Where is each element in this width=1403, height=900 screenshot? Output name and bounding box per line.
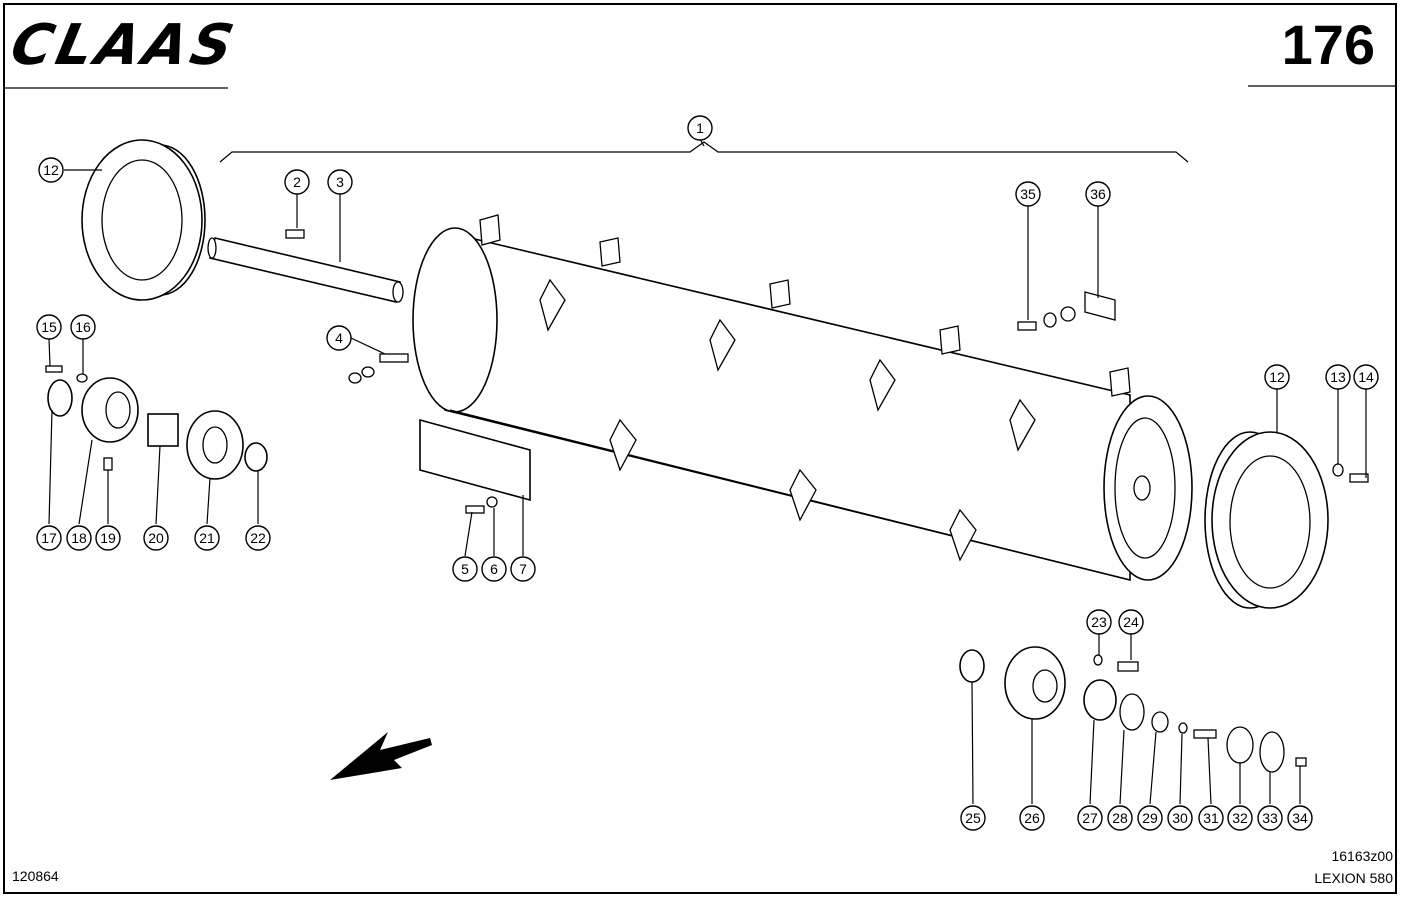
callout-5: 5 bbox=[452, 556, 478, 582]
cover-plate bbox=[419, 418, 531, 502]
callout-12-right: 12 bbox=[1264, 364, 1290, 390]
callout-label: 2 bbox=[293, 174, 301, 190]
bracket-parts bbox=[1017, 291, 1116, 331]
flange-ring-right bbox=[1204, 431, 1329, 609]
callout-label: 7 bbox=[519, 561, 527, 577]
callout-label: 36 bbox=[1090, 186, 1106, 202]
callout-label: 3 bbox=[336, 174, 344, 190]
bolt-5 bbox=[465, 505, 485, 514]
drawing-frame bbox=[3, 3, 1397, 894]
callout-35: 35 bbox=[1015, 181, 1041, 207]
callout-6: 6 bbox=[481, 556, 507, 582]
callout-13: 13 bbox=[1325, 364, 1351, 390]
callout-29: 29 bbox=[1137, 805, 1163, 831]
callout-7: 7 bbox=[510, 556, 536, 582]
callout-26: 26 bbox=[1019, 805, 1045, 831]
callout-label: 27 bbox=[1082, 810, 1098, 826]
callout-label: 34 bbox=[1292, 810, 1308, 826]
left-bearing-group bbox=[45, 365, 268, 480]
callout-21: 21 bbox=[194, 525, 220, 551]
nut-4 bbox=[348, 372, 362, 384]
callout-34: 34 bbox=[1287, 805, 1313, 831]
right-bearing-group bbox=[959, 646, 1307, 773]
callout-label: 30 bbox=[1172, 810, 1188, 826]
callout-15: 15 bbox=[36, 314, 62, 340]
callout-4: 4 bbox=[326, 325, 352, 351]
callout-label: 4 bbox=[335, 330, 343, 346]
callout-label: 18 bbox=[71, 530, 87, 546]
callout-label: 26 bbox=[1024, 810, 1040, 826]
callout-label: 17 bbox=[41, 530, 57, 546]
callout-27: 27 bbox=[1077, 805, 1103, 831]
key-part bbox=[285, 229, 305, 239]
bolt-14 bbox=[1349, 473, 1369, 483]
rotor-drum bbox=[412, 227, 1193, 582]
callout-label: 33 bbox=[1262, 810, 1278, 826]
callout-2: 2 bbox=[284, 169, 310, 195]
callout-36: 36 bbox=[1085, 181, 1111, 207]
assembly-bracket bbox=[219, 141, 1189, 163]
callout-label: 15 bbox=[41, 319, 57, 335]
callout-label: 28 bbox=[1112, 810, 1128, 826]
washer-4 bbox=[361, 366, 375, 378]
callout-31: 31 bbox=[1198, 805, 1224, 831]
callout-1: 1 bbox=[687, 115, 713, 141]
callout-label: 35 bbox=[1020, 186, 1036, 202]
callout-label: 29 bbox=[1142, 810, 1158, 826]
callout-22: 22 bbox=[245, 525, 271, 551]
callout-3: 3 bbox=[327, 169, 353, 195]
callout-label: 22 bbox=[250, 530, 266, 546]
callout-24: 24 bbox=[1118, 609, 1144, 635]
callout-18: 18 bbox=[66, 525, 92, 551]
rotor-tines bbox=[479, 214, 1131, 562]
callout-label: 25 bbox=[965, 810, 981, 826]
callout-14: 14 bbox=[1353, 364, 1379, 390]
callout-23: 23 bbox=[1086, 609, 1112, 635]
callout-12-left: 12 bbox=[38, 157, 64, 183]
callout-label: 23 bbox=[1091, 614, 1107, 630]
callout-17: 17 bbox=[36, 525, 62, 551]
callout-label: 24 bbox=[1123, 614, 1139, 630]
callout-label: 14 bbox=[1358, 369, 1374, 385]
callout-label: 12 bbox=[43, 162, 59, 178]
callout-30: 30 bbox=[1167, 805, 1193, 831]
washer-13 bbox=[1332, 463, 1344, 477]
shaft bbox=[207, 237, 404, 303]
callout-16: 16 bbox=[70, 314, 96, 340]
callout-label: 31 bbox=[1203, 810, 1219, 826]
washer-6 bbox=[486, 496, 498, 508]
callout-label: 13 bbox=[1330, 369, 1346, 385]
callout-label: 20 bbox=[148, 530, 164, 546]
callout-label: 12 bbox=[1269, 369, 1285, 385]
callout-label: 21 bbox=[199, 530, 215, 546]
callout-label: 32 bbox=[1232, 810, 1248, 826]
callout-label: 5 bbox=[461, 561, 469, 577]
arrow-down-left-icon bbox=[330, 732, 432, 780]
callout-20: 20 bbox=[143, 525, 169, 551]
callout-label: 16 bbox=[75, 319, 91, 335]
page-number: 176 bbox=[1281, 13, 1375, 76]
callout-32: 32 bbox=[1227, 805, 1253, 831]
callout-label: 1 bbox=[696, 120, 704, 136]
leader-lines bbox=[48, 138, 1367, 805]
drawing-number: 120864 bbox=[12, 868, 59, 884]
model-name: LEXION 580 bbox=[1314, 870, 1393, 886]
callout-19: 19 bbox=[95, 525, 121, 551]
flange-ring-left bbox=[81, 139, 206, 301]
callout-label: 19 bbox=[100, 530, 116, 546]
callout-28: 28 bbox=[1107, 805, 1133, 831]
callout-label: 6 bbox=[490, 561, 498, 577]
figure-code: 16163z00 bbox=[1331, 848, 1393, 864]
callout-33: 33 bbox=[1257, 805, 1283, 831]
callout-25: 25 bbox=[960, 805, 986, 831]
bolt-4 bbox=[379, 353, 409, 363]
